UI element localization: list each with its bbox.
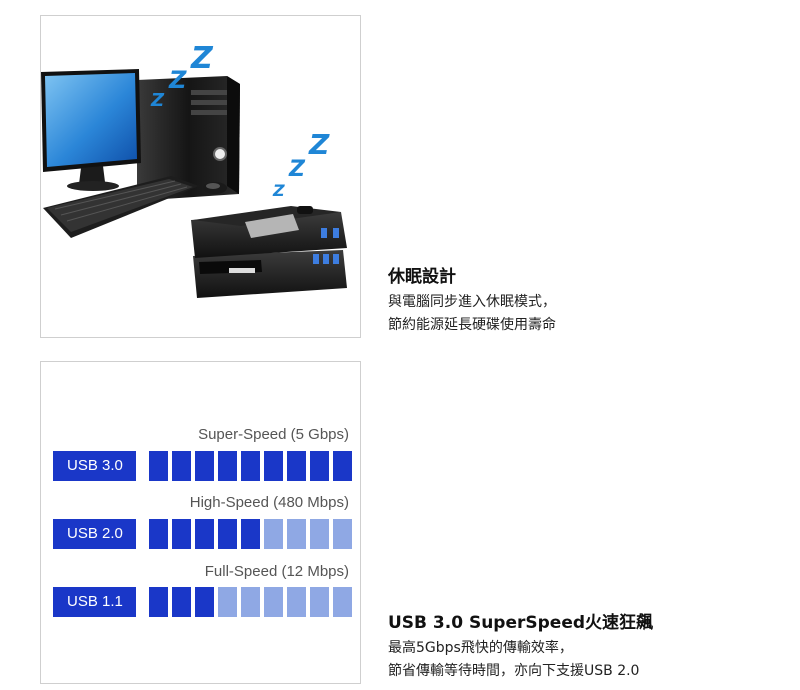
speed-bar	[241, 451, 260, 481]
usb11-bars	[145, 587, 352, 617]
usb-tag-3: USB 3.0	[53, 451, 136, 481]
mouse-icon	[203, 182, 227, 194]
speed-bar	[241, 519, 260, 549]
speed-bar	[264, 587, 283, 617]
svg-text:Z: Z	[272, 181, 285, 200]
speed-bar	[195, 587, 214, 617]
speed-bar	[264, 451, 283, 481]
svg-text:Z: Z	[168, 66, 187, 94]
sleep-zzz-icon: Z Z Z	[150, 41, 214, 111]
svg-text:Z: Z	[308, 128, 330, 161]
usb-tag-11: USB 1.1	[53, 587, 136, 617]
speed-bar	[172, 451, 191, 481]
keyboard-icon	[43, 176, 199, 238]
speed-bar	[218, 519, 237, 549]
sleep-illustration: Z Z Z Z Z Z	[41, 41, 347, 298]
sleep-illustration-panel: Z Z Z Z Z Z	[40, 15, 361, 338]
usb-tag-2: USB 2.0	[53, 519, 136, 549]
svg-text:Z: Z	[190, 41, 214, 76]
usb-feature-title: USB 3.0 SuperSpeed火速狂飆	[388, 613, 654, 633]
speed-bar	[333, 519, 352, 549]
usb-feature: USB 3.0 SuperSpeed火速狂飆 最高5Gbps飛快的傳輸效率， 節…	[388, 608, 653, 683]
speed-bar	[333, 451, 352, 481]
speed-bar	[172, 519, 191, 549]
sleep-feature: 休眠設計 與電腦同步進入休眠模式， 節約能源延長硬碟使用壽命	[388, 262, 556, 337]
speed-bar	[287, 451, 306, 481]
sleep-feature-title: 休眠設計	[388, 267, 456, 287]
usb3-bars	[145, 451, 352, 481]
speed-bar	[218, 451, 237, 481]
usb-row-2: USB 2.0	[53, 519, 352, 549]
pc-tower-icon	[137, 76, 240, 200]
speed-bar	[218, 587, 237, 617]
speed-bar	[195, 519, 214, 549]
speed-bar	[149, 587, 168, 617]
speed-bar	[149, 451, 168, 481]
speed-bar	[310, 587, 329, 617]
speed-bar	[310, 451, 329, 481]
usb-speed-panel: Super-Speed (5 Gbps) USB 3.0 High-Speed …	[40, 361, 361, 684]
sleep-zzz-icon: Z Z Z	[272, 128, 330, 200]
docking-station-icon	[191, 206, 347, 298]
speed-bar	[264, 519, 283, 549]
speed-bar	[195, 451, 214, 481]
usb-row-11: USB 1.1	[53, 587, 352, 617]
speed-bar	[310, 519, 329, 549]
speed-bar	[287, 519, 306, 549]
sleep-feature-line-2: 節約能源延長硬碟使用壽命	[388, 317, 556, 333]
speed-bar	[241, 587, 260, 617]
speed-bar	[287, 587, 306, 617]
usb-feature-line-1: 最高5Gbps飛快的傳輸效率，	[388, 640, 573, 656]
usb2-bars	[145, 519, 352, 549]
speed-label-usb3: Super-Speed (5 Gbps)	[198, 426, 349, 443]
sleep-feature-line-1: 與電腦同步進入休眠模式，	[388, 294, 556, 310]
svg-text:Z: Z	[288, 157, 306, 182]
usb-row-3: USB 3.0	[53, 451, 352, 481]
speed-bar	[333, 587, 352, 617]
speed-label-usb2: High-Speed (480 Mbps)	[189, 494, 349, 511]
svg-text:Z: Z	[150, 90, 165, 111]
speed-label-usb11: Full-Speed (12 Mbps)	[204, 563, 349, 580]
speed-bar	[149, 519, 168, 549]
speed-bar	[172, 587, 191, 617]
usb-feature-line-2: 節省傳輸等待時間，亦向下支援USB 2.0	[388, 663, 640, 679]
monitor-icon	[41, 69, 141, 191]
